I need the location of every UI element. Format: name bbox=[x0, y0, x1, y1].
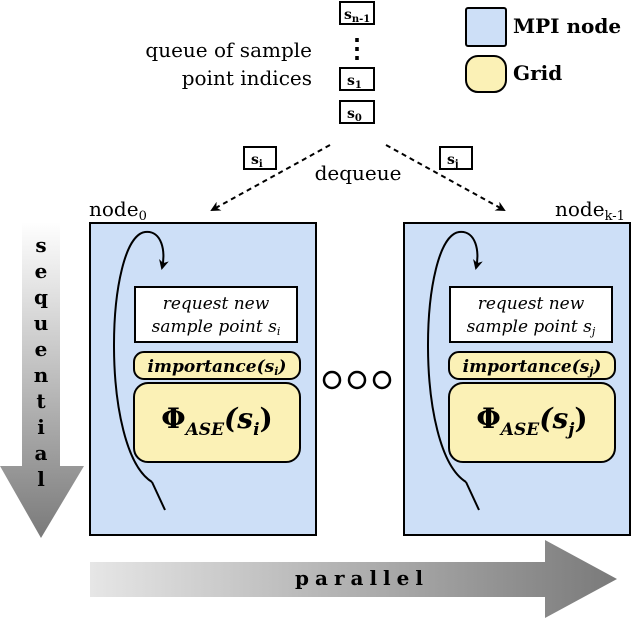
sequential-letter: t bbox=[36, 389, 46, 413]
parallel-arrow bbox=[90, 540, 617, 618]
queue-item-0: s0 bbox=[339, 100, 375, 124]
queue-item-top: sn-1 bbox=[339, 1, 375, 25]
request-line2-0: sample point si bbox=[152, 317, 281, 338]
request-line1-1: request new bbox=[478, 294, 585, 314]
dequeue-item-left: si bbox=[243, 146, 277, 170]
dequeue-arrow-right bbox=[385, 144, 506, 211]
phi-box-0 bbox=[133, 382, 301, 463]
queue-item-1: s1 bbox=[339, 67, 375, 91]
queue-ellipsis: ⋮ bbox=[344, 34, 370, 64]
dequeue-label: dequeue bbox=[315, 161, 402, 185]
svg-text:s1: s1 bbox=[347, 73, 362, 91]
svg-text:sj: sj bbox=[447, 152, 459, 170]
node-ellipsis-dots bbox=[322, 370, 392, 390]
phi-text-0: ΦASE(si) bbox=[161, 402, 273, 440]
importance-box-0 bbox=[133, 351, 301, 380]
importance-text-0: importance(si) bbox=[148, 357, 287, 378]
sequential-letter: i bbox=[37, 415, 45, 439]
request-box-1 bbox=[449, 286, 613, 343]
sequential-label: s e q u e n t i a l bbox=[34, 233, 49, 491]
legend-mpi-node-swatch bbox=[465, 7, 507, 47]
sequential-letter: l bbox=[37, 467, 45, 491]
queue-label-line1: queue of sample bbox=[145, 38, 312, 62]
sequential-letter: n bbox=[34, 363, 49, 387]
mpi-node-0: node0 request new sample point si import… bbox=[89, 197, 317, 536]
legend-mpi-node-label: MPI node bbox=[513, 14, 621, 38]
importance-text-1: importance(sj) bbox=[463, 357, 602, 378]
legend-grid-swatch bbox=[465, 55, 507, 93]
legend-grid-label: Grid bbox=[513, 61, 562, 85]
request-line2-1: sample point sj bbox=[467, 317, 596, 338]
node-0-label: node0 bbox=[89, 197, 147, 224]
dequeue-arrow-left bbox=[210, 144, 331, 211]
dequeue-item-right: sj bbox=[439, 146, 473, 170]
phi-text-1: ΦASE(sj) bbox=[476, 402, 587, 440]
phi-box-1 bbox=[448, 382, 616, 463]
mpi-node-k-1: nodek-1 request new sample point sj impo… bbox=[403, 197, 631, 536]
loop-arrow-0 bbox=[113, 230, 169, 483]
importance-box-1 bbox=[448, 351, 616, 380]
request-box-0 bbox=[134, 286, 298, 343]
node-k-1-label: nodek-1 bbox=[555, 197, 625, 224]
sequential-letter: u bbox=[34, 311, 49, 335]
sequential-letter: e bbox=[35, 337, 48, 361]
svg-text:sn-1: sn-1 bbox=[344, 7, 370, 25]
parallel-label: parallel bbox=[295, 566, 429, 590]
loop-arrow-1 bbox=[427, 230, 483, 483]
sequential-letter: s bbox=[35, 233, 46, 257]
svg-text:s0: s0 bbox=[347, 106, 362, 124]
queue-label-line2: point indices bbox=[182, 66, 312, 90]
sequential-letter: a bbox=[35, 441, 48, 465]
sequential-letter: q bbox=[34, 285, 48, 309]
sequential-arrow bbox=[0, 222, 84, 538]
request-line1-0: request new bbox=[163, 294, 270, 314]
svg-text:si: si bbox=[251, 152, 263, 170]
sequential-letter: e bbox=[35, 259, 48, 283]
